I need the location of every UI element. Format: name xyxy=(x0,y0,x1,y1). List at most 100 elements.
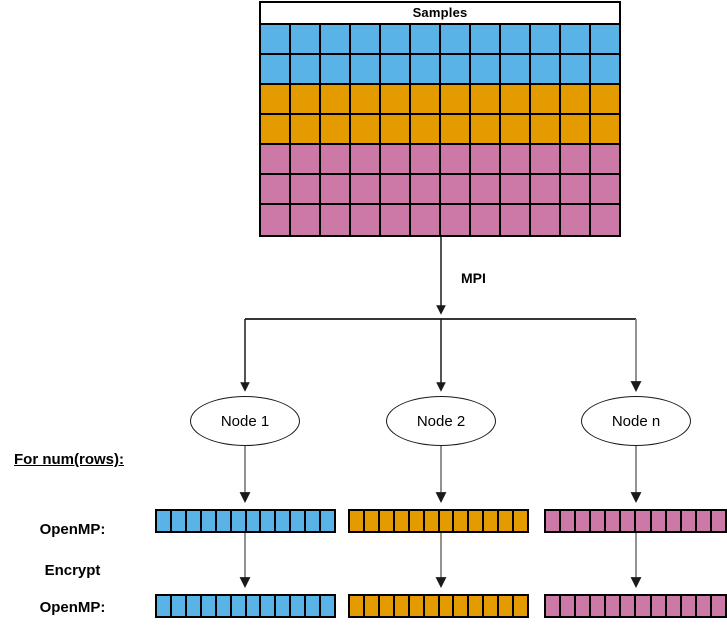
strip-cell xyxy=(621,511,637,531)
strip-cell xyxy=(321,511,335,531)
samples-matrix-cell xyxy=(261,55,291,85)
strip-cell xyxy=(216,596,232,616)
node-n-label: Node n xyxy=(611,412,661,430)
samples-matrix-cell xyxy=(501,115,531,145)
stage-2-caption-line-1: OpenMP: xyxy=(39,599,106,617)
samples-matrix-cell xyxy=(411,55,441,85)
strip-cell xyxy=(350,511,365,531)
samples-matrix-cell xyxy=(501,85,531,115)
strip-cell xyxy=(514,596,528,616)
encrypt-strip-node-n xyxy=(544,509,727,533)
samples-matrix-cell xyxy=(591,55,619,85)
strip-cell xyxy=(546,511,562,531)
samples-matrix-cell xyxy=(591,115,619,145)
strip-cell xyxy=(306,596,322,616)
samples-matrix-cell xyxy=(411,85,441,115)
samples-matrix-cell xyxy=(411,145,441,175)
samples-matrix-cell xyxy=(531,115,561,145)
strip-cell xyxy=(186,596,202,616)
strip-cell xyxy=(546,596,562,616)
samples-matrix-cell xyxy=(471,205,501,235)
strip-cell xyxy=(591,511,607,531)
node-2[interactable]: Node 2 xyxy=(386,396,496,446)
strip-cell xyxy=(409,511,425,531)
samples-matrix-cell xyxy=(351,205,381,235)
samples-matrix-row xyxy=(261,175,619,205)
samples-matrix-cell xyxy=(531,25,561,55)
samples-matrix: Samples xyxy=(259,1,621,237)
strip-cell xyxy=(201,596,217,616)
samples-matrix-cell xyxy=(441,55,471,85)
samples-matrix-cell xyxy=(471,85,501,115)
strip-cell xyxy=(379,511,395,531)
samples-matrix-cell xyxy=(411,115,441,145)
strip-cell xyxy=(681,596,697,616)
strip-cell xyxy=(261,511,277,531)
strip-cell xyxy=(424,511,440,531)
strip-cell xyxy=(561,511,577,531)
samples-matrix-cell xyxy=(321,145,351,175)
samples-matrix-cell xyxy=(291,205,321,235)
samples-matrix-cell xyxy=(351,145,381,175)
samples-matrix-cell xyxy=(321,55,351,85)
samples-matrix-cell xyxy=(471,25,501,55)
samples-matrix-cell xyxy=(501,55,531,85)
samples-matrix-cell xyxy=(291,85,321,115)
strip-cell xyxy=(621,596,637,616)
strip-cell xyxy=(651,596,667,616)
strip-cell xyxy=(231,596,247,616)
samples-matrix-cell xyxy=(291,55,321,85)
strip-cell xyxy=(364,596,380,616)
samples-matrix-cell xyxy=(381,205,411,235)
strip-cell xyxy=(454,596,470,616)
samples-matrix-cell xyxy=(531,205,561,235)
samples-matrix-cell xyxy=(351,85,381,115)
strip-cell xyxy=(484,511,500,531)
strip-cell xyxy=(409,596,425,616)
strip-cell xyxy=(157,511,172,531)
samples-matrix-cell xyxy=(261,25,291,55)
strip-cell xyxy=(561,596,577,616)
strip-cell xyxy=(246,511,262,531)
samples-matrix-row xyxy=(261,205,619,235)
strip-cell xyxy=(291,511,307,531)
samples-matrix-body xyxy=(261,25,619,235)
strip-cell xyxy=(201,511,217,531)
strip-cell xyxy=(469,596,485,616)
samples-matrix-cell xyxy=(321,85,351,115)
loop-caption: For num(rows): xyxy=(14,451,124,468)
samples-matrix-cell xyxy=(591,175,619,205)
samples-matrix-cell xyxy=(381,145,411,175)
strip-cell xyxy=(171,511,187,531)
samples-matrix-cell xyxy=(471,115,501,145)
samples-matrix-cell xyxy=(411,205,441,235)
samples-matrix-cell xyxy=(441,25,471,55)
node-1[interactable]: Node 1 xyxy=(190,396,300,446)
samples-matrix-cell xyxy=(381,175,411,205)
samples-matrix-cell xyxy=(591,145,619,175)
strip-cell xyxy=(439,596,455,616)
node-2-label: Node 2 xyxy=(416,412,466,430)
strip-cell xyxy=(291,596,307,616)
samples-matrix-cell xyxy=(501,145,531,175)
node-n[interactable]: Node n xyxy=(581,396,691,446)
strip-cell xyxy=(711,511,725,531)
strip-cell xyxy=(711,596,725,616)
strip-cell xyxy=(439,511,455,531)
samples-matrix-cell xyxy=(591,85,619,115)
samples-matrix-cell xyxy=(501,205,531,235)
samples-matrix-cell xyxy=(471,175,501,205)
strip-cell xyxy=(576,511,592,531)
strip-cell xyxy=(231,511,247,531)
strip-cell xyxy=(306,511,322,531)
samples-matrix-cell xyxy=(591,205,619,235)
strip-cell xyxy=(514,511,528,531)
edge-node-to-encrypt xyxy=(239,446,642,504)
samples-matrix-row xyxy=(261,145,619,175)
strip-cell xyxy=(350,596,365,616)
samples-matrix-cell xyxy=(441,205,471,235)
samples-matrix-cell xyxy=(261,115,291,145)
strip-cell xyxy=(484,596,500,616)
samples-matrix-cell xyxy=(501,25,531,55)
samples-matrix-cell xyxy=(561,25,591,55)
